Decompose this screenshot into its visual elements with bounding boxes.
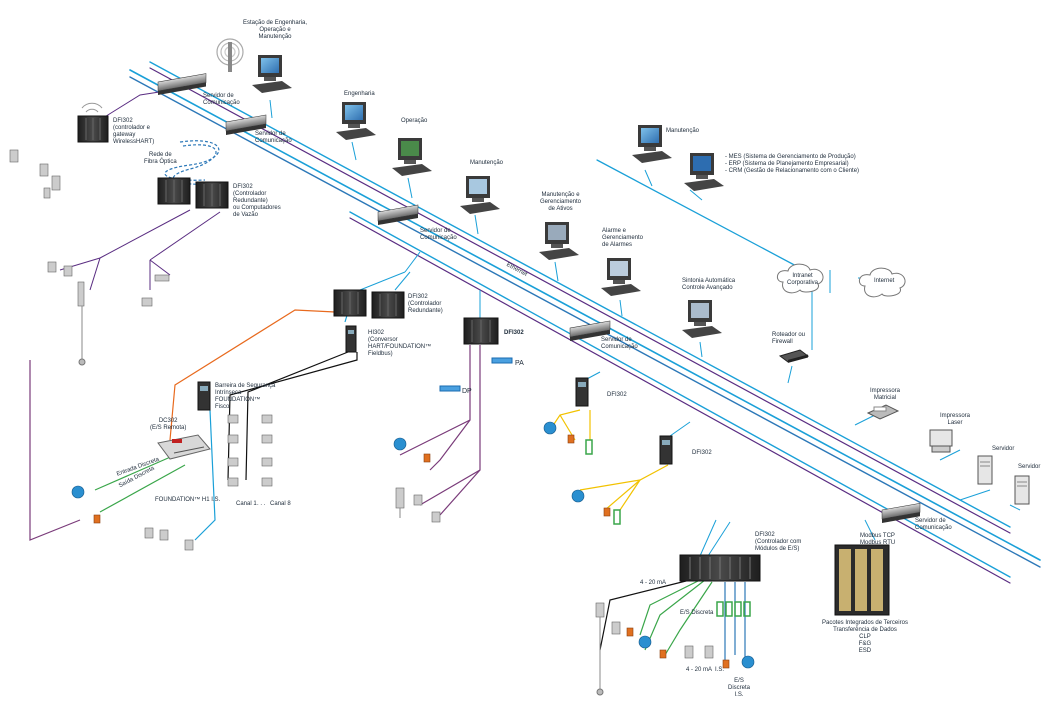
dfi302-redundant-rack-b[interactable] — [371, 291, 405, 319]
field-links — [29, 309, 746, 660]
tower-server-1[interactable] — [977, 455, 993, 485]
four-20-is-label: 4 - 20 mA I.S. — [686, 667, 725, 673]
dfi302-module-b-label: DFI302 — [692, 450, 712, 456]
es-discreta-label: E/S Discreta — [680, 610, 714, 616]
dot-matrix-printer[interactable] — [866, 404, 900, 420]
dfi302-center-rack[interactable] — [463, 317, 499, 345]
router-label: Roteador ou Firewall — [772, 332, 806, 345]
ethernet-bus-lines — [129, 61, 1041, 584]
es-discreta-is-label: E/S Discreta I.S. — [728, 678, 751, 698]
operacao-label: Operação — [401, 118, 428, 124]
laser-printer[interactable] — [929, 429, 953, 453]
internet-cloud[interactable] — [858, 267, 906, 298]
dfi302-flow-rack-a[interactable] — [157, 177, 191, 205]
engenharia-label: Engenharia — [344, 91, 375, 97]
printer-matrix-label: Impressora Matricial — [870, 388, 901, 401]
workstation-engenharia[interactable] — [336, 102, 376, 140]
comm-server-4[interactable] — [569, 320, 611, 341]
enterprise-label: - MES (Sistema de Gerenciamento de Produ… — [725, 154, 860, 174]
dfi302-io-label: DFI302 (Controlador com Módulos de E/S) — [755, 532, 802, 552]
comm-server-5-label: Servidor de Comunicação — [915, 518, 952, 531]
workstation-eng-station[interactable] — [252, 55, 292, 93]
workstation-manutencao[interactable] — [460, 176, 500, 214]
four-20-label: 4 - 20 mA — [640, 580, 667, 586]
wireless-waves-icon — [81, 102, 103, 113]
dots-label: . . . — [257, 501, 266, 507]
comm-server-4-label: Servidor de Comunicação — [601, 337, 638, 350]
alarm-mgmt-label: Alarme e Gerenciamento de Alarmes — [602, 228, 644, 248]
antenna-icon — [216, 38, 244, 72]
third-party-cabinet[interactable] — [834, 544, 890, 616]
workstation-manutencao-2[interactable] — [632, 125, 672, 163]
third-party-label: Pacotes Integrados de Terceiros Transfer… — [822, 620, 908, 654]
barrier-module[interactable] — [197, 381, 211, 411]
dfi302-module-a-label: DFI302 — [607, 392, 627, 398]
workstation-alarm[interactable] — [601, 258, 641, 296]
bus-drops — [269, 99, 1021, 557]
workstation-asset-mgmt[interactable] — [539, 222, 579, 260]
dfi-redundant-flow-label: DFI302 (Controlador Redundante) ou Compu… — [233, 184, 281, 218]
dfi302-center-label: DFI302 — [504, 330, 524, 336]
intranet-cloud[interactable] — [776, 263, 824, 294]
dfi-redundant-label: DFI302 (Controlador Redundante) — [408, 294, 443, 314]
dfi302-module-b[interactable] — [659, 435, 673, 465]
eng-station-label: Estação de Engenharia, Operação e Manute… — [243, 20, 308, 40]
dc302-remote-io[interactable] — [157, 434, 211, 460]
h1is-label: FOUNDATION™ H1 I.S. — [155, 497, 221, 503]
comm-server-1-label: Servidor de Comunicação — [203, 93, 240, 106]
intranet-label: Intranet Corporativa — [787, 273, 819, 286]
dc302-label: DC302 (E/S Remota) — [150, 418, 187, 431]
server-2-label: Servidor — [1018, 464, 1041, 470]
canal-1-label: Canal 1 — [236, 501, 257, 507]
pa-label: PA — [515, 360, 524, 367]
dfi-wireless-label: DFI302 (controlador e gateway WirelessHA… — [113, 118, 155, 145]
manutencao-2-label: Manutenção — [666, 128, 700, 134]
asset-mgmt-label: Manutenção e Gerenciamento de Ativos — [540, 192, 582, 212]
workstation-operacao[interactable] — [392, 138, 432, 176]
fiber-label: Rede de Fibra Óptica — [144, 152, 177, 165]
workstation-tuning[interactable] — [682, 300, 722, 338]
workstation-enterprise[interactable] — [684, 153, 724, 191]
router-icon[interactable] — [778, 349, 810, 363]
tower-server-2[interactable] — [1014, 475, 1030, 505]
barrier-label: Barreira de Segurança Intrínseca FOUNDAT… — [215, 383, 276, 410]
profibus-dp-icon — [439, 385, 461, 392]
server-1-label: Servidor — [992, 446, 1015, 452]
dfi302-redundant-rack-a[interactable] — [333, 289, 367, 317]
printer-laser-label: Impressora Laser — [940, 413, 971, 426]
profibus-pa-icon — [491, 357, 513, 364]
comm-server-2-label: Servidor de Comunicação — [255, 131, 292, 144]
dfi302-wireless-rack[interactable] — [77, 115, 109, 143]
auto-tuning-label: Sintonia Automática Controle Avançado — [682, 278, 736, 291]
field-instruments — [9, 149, 755, 696]
discrete-io-terminals — [585, 439, 751, 617]
modbus-label: Modbus TCP Modbus RTU — [860, 533, 896, 546]
comm-server-1[interactable] — [157, 73, 207, 95]
canal-8-label: Canal 8 — [270, 501, 291, 507]
comm-server-3-label: Servidor de Comunicação — [420, 228, 457, 241]
hi302-label: HI302 (Conversor HART/FOUNDATION™ Fieldb… — [368, 330, 432, 357]
dfi302-module-a[interactable] — [575, 377, 589, 407]
dfi302-io-rack[interactable] — [679, 554, 761, 582]
internet-label: Internet — [874, 278, 895, 284]
comm-server-5[interactable] — [881, 503, 921, 523]
hi302-module[interactable] — [345, 325, 357, 353]
dfi302-flow-rack-b[interactable] — [195, 181, 229, 209]
comm-server-2[interactable] — [225, 114, 267, 135]
manutencao-1-label: Manutenção — [470, 160, 504, 166]
dp-label: DP — [462, 388, 472, 395]
comm-server-3[interactable] — [377, 204, 419, 225]
